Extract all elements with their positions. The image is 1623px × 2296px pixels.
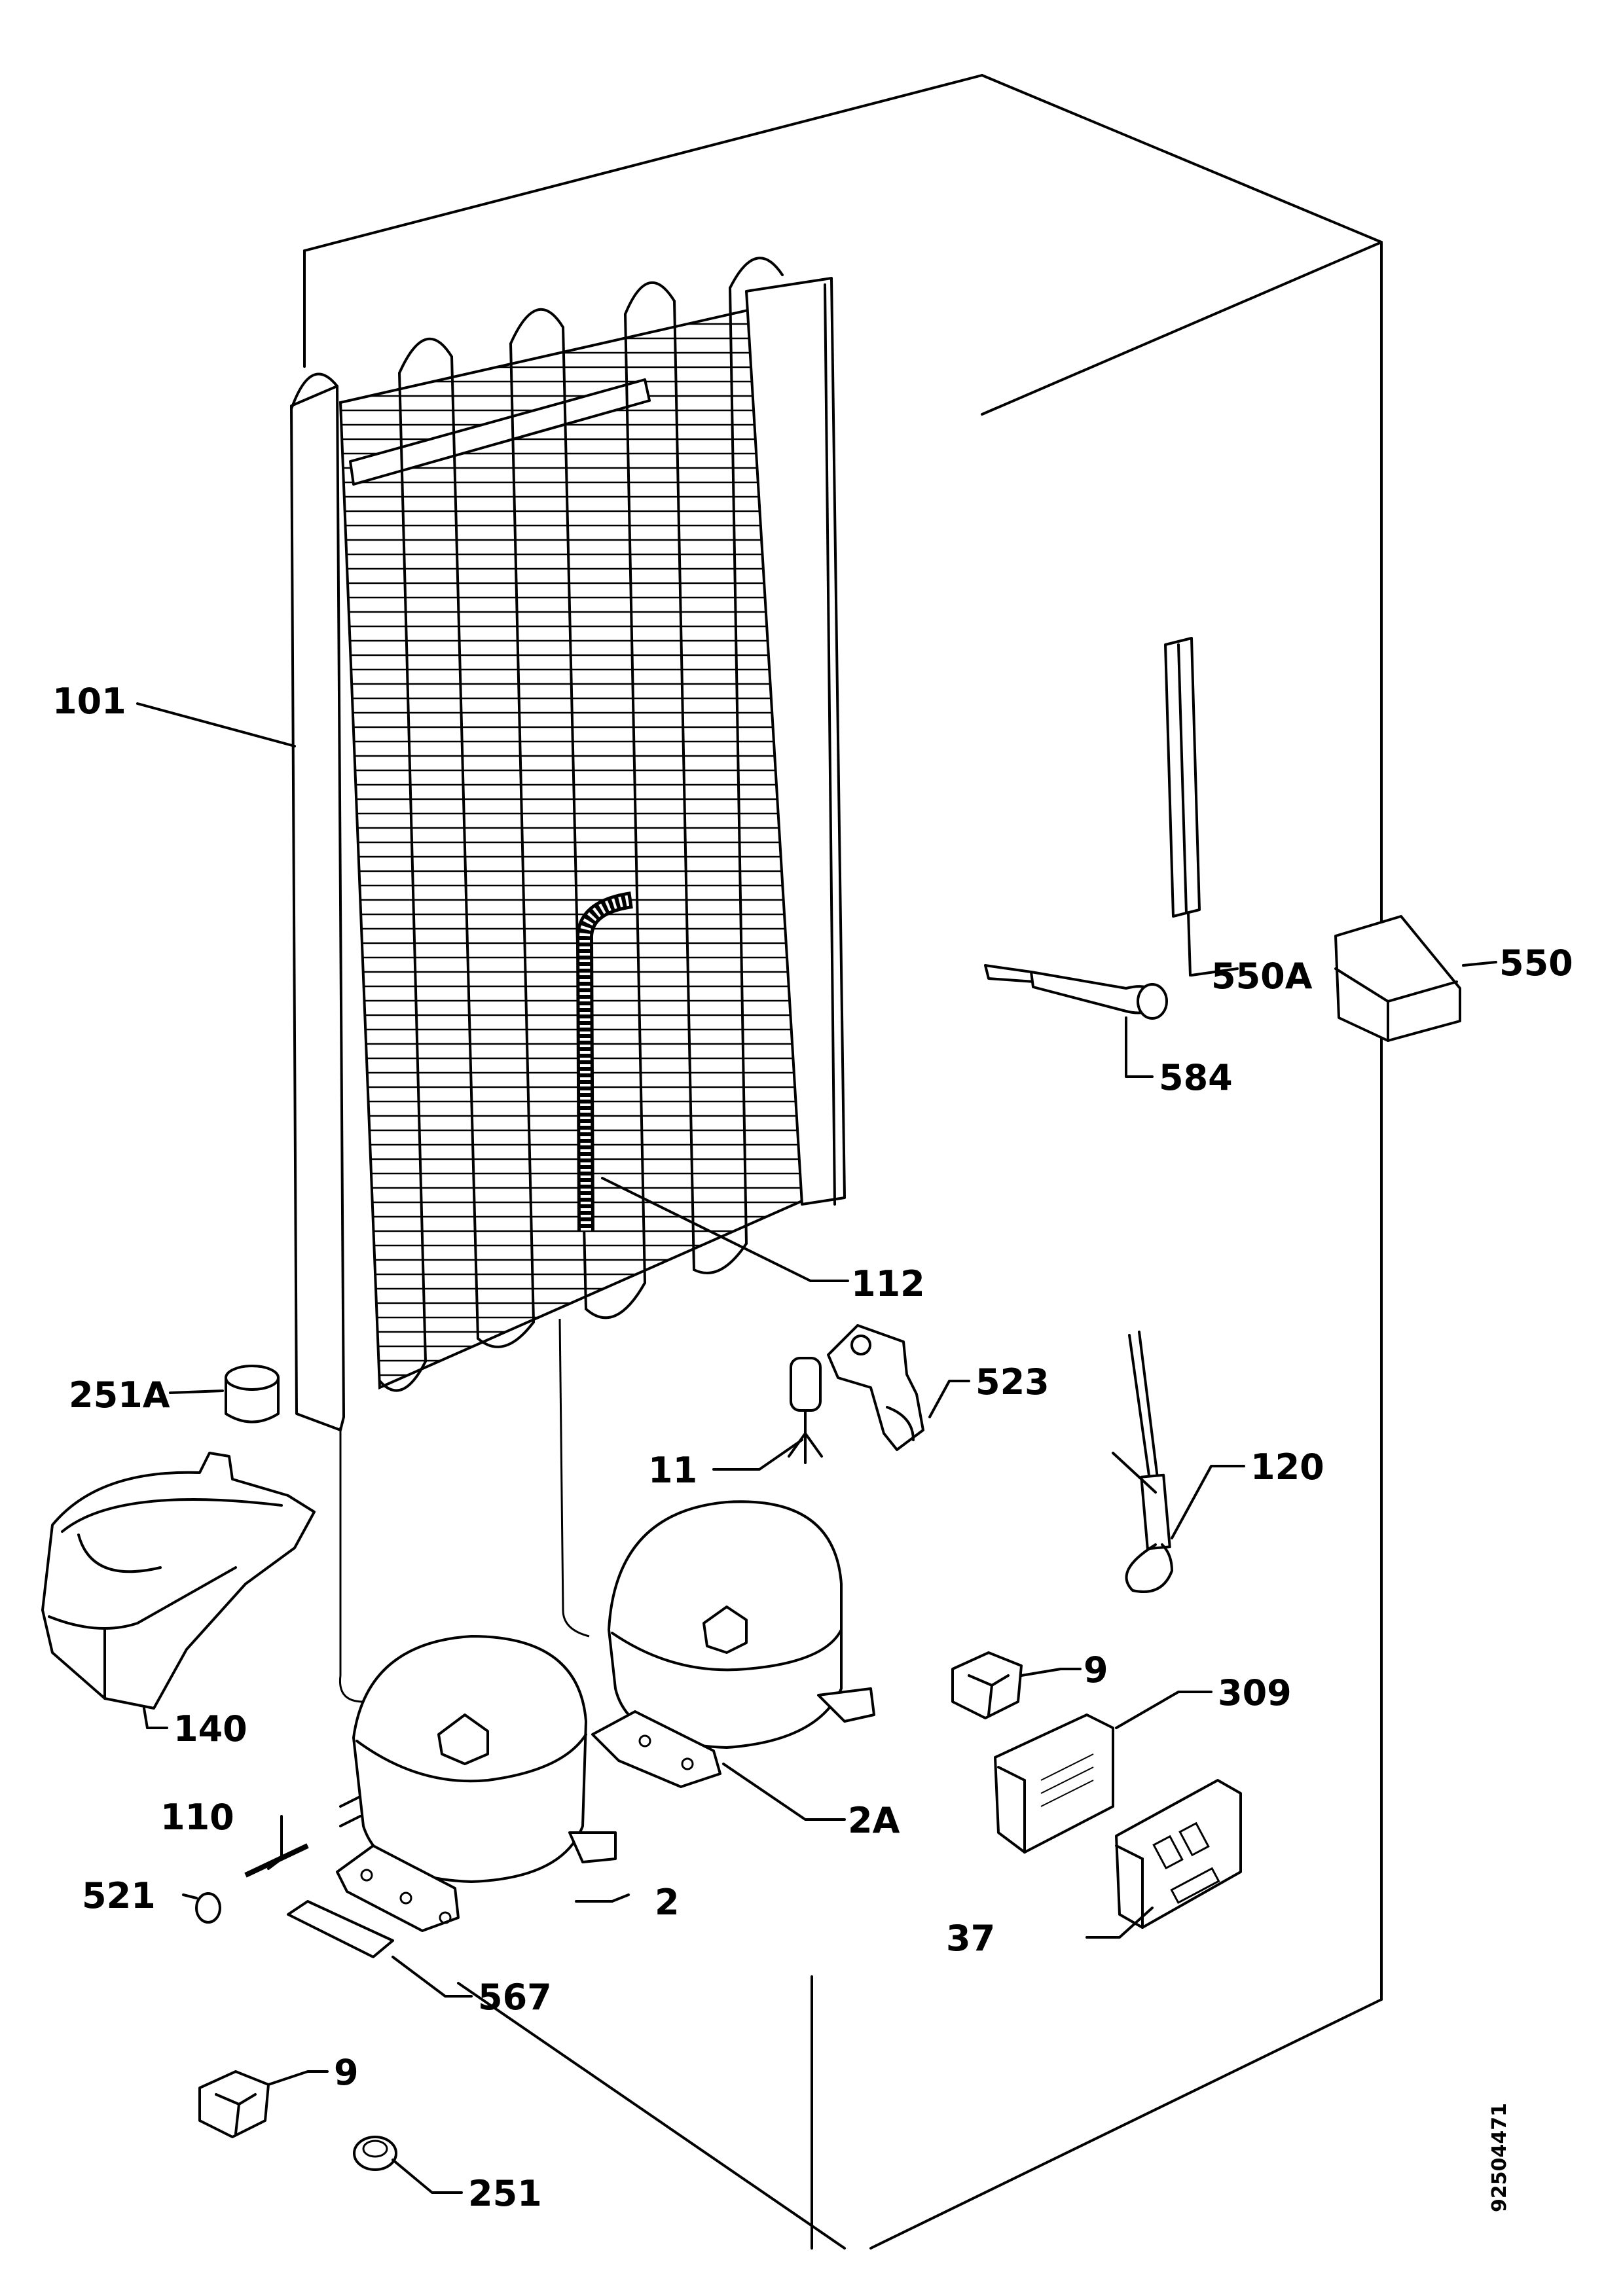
valve-523 [827,1324,924,1451]
label-11: 11 [648,1450,697,1491]
bracket-550 [1334,915,1461,1042]
label-9-upper: 9 [1084,1649,1108,1691]
control-board-37 [1115,1779,1242,1929]
sensor-probe-584 [984,964,1168,1020]
grommet-251a [225,1365,280,1424]
label-550: 550 [1499,942,1573,984]
leader-lines [136,702,1497,2194]
heater-coil-112 [575,891,634,1231]
label-37: 37 [946,1918,995,1959]
label-2a: 2A [848,1800,900,1841]
cap-521 [195,1892,221,1924]
relay-9-upper [951,1651,1023,1719]
label-2: 2 [655,1882,680,1923]
label-112: 112 [851,1263,925,1304]
label-309: 309 [1218,1672,1292,1713]
label-584: 584 [1159,1057,1233,1098]
relay-module-309 [994,1713,1114,1854]
compressor-2a [591,1500,875,1788]
label-567: 567 [478,1977,552,2018]
label-140: 140 [173,1708,247,1749]
label-550a: 550A [1211,956,1313,997]
part-labels: 101 112 550A 550 584 523 11 120 251A 140… [52,681,1573,2214]
label-120: 120 [1250,1446,1324,1488]
label-521: 521 [82,1875,156,1916]
solenoid-valve-11 [788,1357,823,1464]
light-cover-550a [1164,637,1201,918]
drawing-number: 92504471 [1488,2103,1511,2212]
condenser-101 [290,257,846,1703]
cabinet-outline [303,74,1383,2250]
label-101: 101 [52,681,126,722]
cable-120 [1112,1331,1173,1593]
relay-9-lower [198,2070,270,2138]
label-110: 110 [160,1797,234,1838]
process-tube-110 [244,1843,309,1878]
label-251a: 251A [69,1374,170,1416]
compressor-2 [336,1635,617,1932]
label-9-lower: 9 [334,2052,359,2093]
rubber-foot-251 [353,2136,397,2171]
label-523: 523 [976,1361,1049,1403]
mounting-plate-567 [287,1900,394,1958]
drip-tray-140 [41,1452,316,1710]
label-251: 251 [468,2173,542,2214]
